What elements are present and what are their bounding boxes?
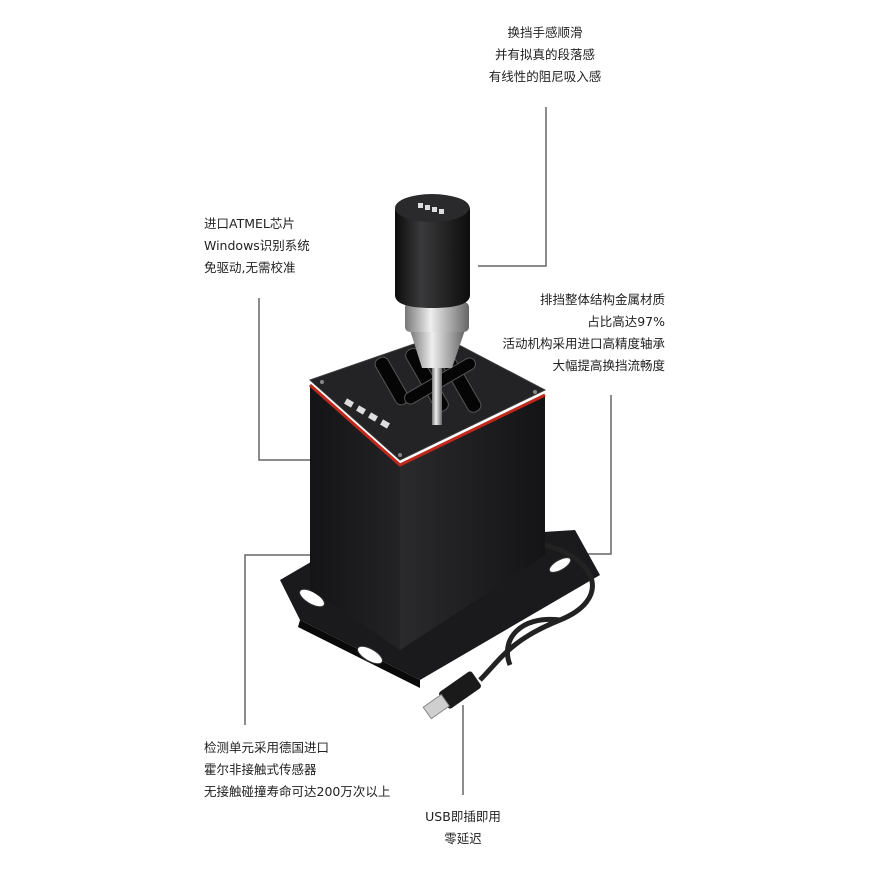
callout-chip: 进口ATMEL芯片 Windows识别系统 免驱动,无需校准 [204, 213, 310, 279]
callout-line: 换挡手感顺滑 [507, 25, 583, 40]
callout-line: 并有拟真的段落感 [494, 47, 595, 62]
usb-cable [422, 542, 595, 720]
leader-line-structure [548, 395, 612, 555]
shift-lever[interactable] [395, 194, 470, 425]
callout-usb: USB即插即用 零延迟 [383, 806, 543, 850]
callout-line: USB即插即用 [425, 809, 501, 824]
usb-plug [422, 671, 481, 720]
callout-structure: 排挡整体结构金属材质 占比高达97% 活动机构采用进口高精度轴承 大幅提高换挡流… [465, 289, 665, 377]
callout-line: 霍尔非接触式传感器 [204, 762, 317, 777]
callout-line: 大幅提高换挡流畅度 [552, 358, 665, 373]
callout-line: 免驱动,无需校准 [204, 260, 296, 275]
callout-line: Windows识别系统 [204, 238, 310, 253]
callout-line: 零延迟 [444, 831, 482, 846]
callout-sensor: 检测单元采用德国进口 霍尔非接触式传感器 无接触碰撞寿命可达200万次以上 [204, 737, 390, 803]
callout-line: 占比高达97% [587, 314, 665, 329]
callout-line: 排挡整体结构金属材质 [539, 292, 665, 307]
callout-line: 有线性的阻尼吸入感 [488, 69, 602, 84]
brand-logo [344, 398, 390, 429]
callout-line: 检测单元采用德国进口 [204, 740, 330, 755]
callout-line: 进口ATMEL芯片 [204, 216, 295, 231]
callout-line: 活动机构采用进口高精度轴承 [502, 336, 665, 351]
callout-shift-feel: 换挡手感顺滑 并有拟真的段落感 有线性的阻尼吸入感 [445, 22, 645, 88]
leader-line-shift-feel [478, 107, 547, 267]
callout-line: 无接触碰撞寿命可达200万次以上 [204, 784, 391, 799]
shifter-housing [309, 334, 547, 650]
